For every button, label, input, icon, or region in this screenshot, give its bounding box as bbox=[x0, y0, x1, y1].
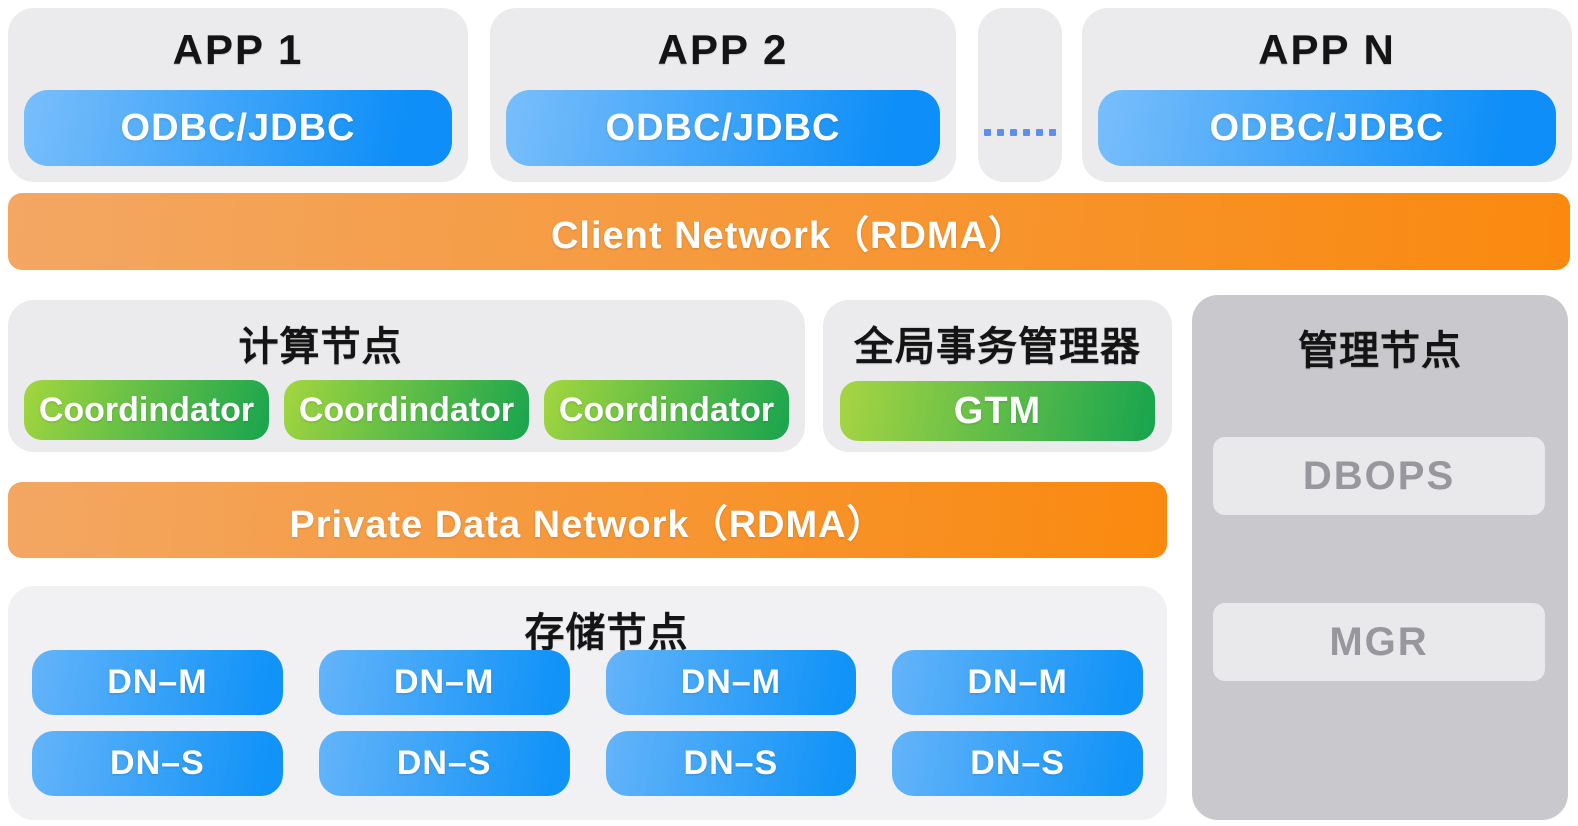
dn-standby-node-4: DN–S bbox=[892, 731, 1143, 796]
gtm-panel-title: 全局事务管理器 bbox=[854, 325, 1141, 369]
dbops-node: DBOPS bbox=[1213, 437, 1545, 515]
compute-nodes-title: 计算节点 bbox=[238, 325, 403, 369]
data-node-grid: DN–M DN–M DN–M DN–M DN–S DN–S DN–S DN–S bbox=[32, 650, 1143, 796]
ellipsis-dot bbox=[1010, 128, 1017, 136]
dn-standby-node-2: DN–S bbox=[318, 731, 570, 796]
app-1-odbc-jdbc-node: ODBC/JDBC bbox=[24, 90, 452, 166]
coordinator-row: Coordindator Coordindator Coordindator bbox=[24, 380, 789, 440]
ellipsis-dot bbox=[984, 128, 991, 136]
private-data-network-bar: Private Data Network（RDMA） bbox=[8, 482, 1167, 558]
ellipsis-dot bbox=[1023, 128, 1030, 136]
dn-standby-node-3: DN–S bbox=[605, 731, 857, 796]
app-n-box: APP N ODBC/JDBC bbox=[1082, 8, 1572, 182]
client-network-bar: Client Network（RDMA） bbox=[8, 193, 1570, 270]
coordinator-node-3: Coordindator bbox=[544, 380, 789, 440]
coordinator-node-1: Coordindator bbox=[24, 380, 269, 440]
dn-master-node-2: DN–M bbox=[318, 650, 570, 715]
compute-nodes-panel: 计算节点 Coordindator Coordindator Coordinda… bbox=[8, 300, 805, 452]
ellipsis-dot bbox=[1036, 128, 1043, 136]
app-n-odbc-jdbc-node: ODBC/JDBC bbox=[1098, 90, 1556, 166]
dn-master-node-1: DN–M bbox=[32, 650, 283, 715]
management-node-panel: 管理节点 DBOPS MGR bbox=[1192, 295, 1568, 820]
management-node-title: 管理节点 bbox=[1298, 329, 1462, 373]
ellipsis-dot bbox=[997, 128, 1004, 136]
gtm-node: GTM bbox=[840, 381, 1155, 441]
app-n-title: APP N bbox=[1258, 26, 1396, 73]
app-2-box: APP 2 ODBC/JDBC bbox=[490, 8, 956, 182]
ellipsis-dot bbox=[1049, 128, 1056, 136]
dn-standby-node-1: DN–S bbox=[32, 731, 283, 796]
coordinator-node-2: Coordindator bbox=[284, 380, 529, 440]
dn-master-node-3: DN–M bbox=[605, 650, 857, 715]
mgr-node: MGR bbox=[1213, 603, 1545, 681]
storage-nodes-title: 存储节点 bbox=[524, 611, 689, 655]
global-transaction-manager-panel: 全局事务管理器 GTM bbox=[823, 300, 1172, 452]
storage-nodes-panel: 存储节点 DN–M DN–M DN–M DN–M DN–S DN–S DN–S … bbox=[8, 586, 1167, 820]
app-2-title: APP 2 bbox=[657, 26, 789, 73]
app-1-box: APP 1 ODBC/JDBC bbox=[8, 8, 468, 182]
app-1-title: APP 1 bbox=[172, 26, 304, 73]
ellipsis-icon bbox=[984, 128, 1056, 136]
app-2-odbc-jdbc-node: ODBC/JDBC bbox=[506, 90, 940, 166]
dn-master-node-4: DN–M bbox=[892, 650, 1143, 715]
more-apps-ellipsis-box bbox=[978, 8, 1062, 182]
